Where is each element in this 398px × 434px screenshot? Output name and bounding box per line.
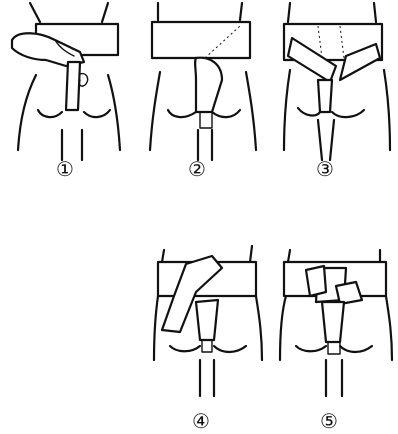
step-1-figure: ①	[12, 3, 120, 181]
step-5-label: ⑤	[320, 409, 338, 433]
step-5-figure: ⑤	[280, 250, 392, 433]
step-2-figure: ②	[150, 3, 256, 181]
step-3-label: ③	[316, 157, 334, 181]
step-4-label: ④	[192, 409, 210, 433]
step-3-figure: ③	[284, 3, 390, 181]
step-4-figure: ④	[154, 246, 262, 433]
step-1-label: ①	[56, 157, 74, 181]
step-2-label: ②	[188, 157, 206, 181]
